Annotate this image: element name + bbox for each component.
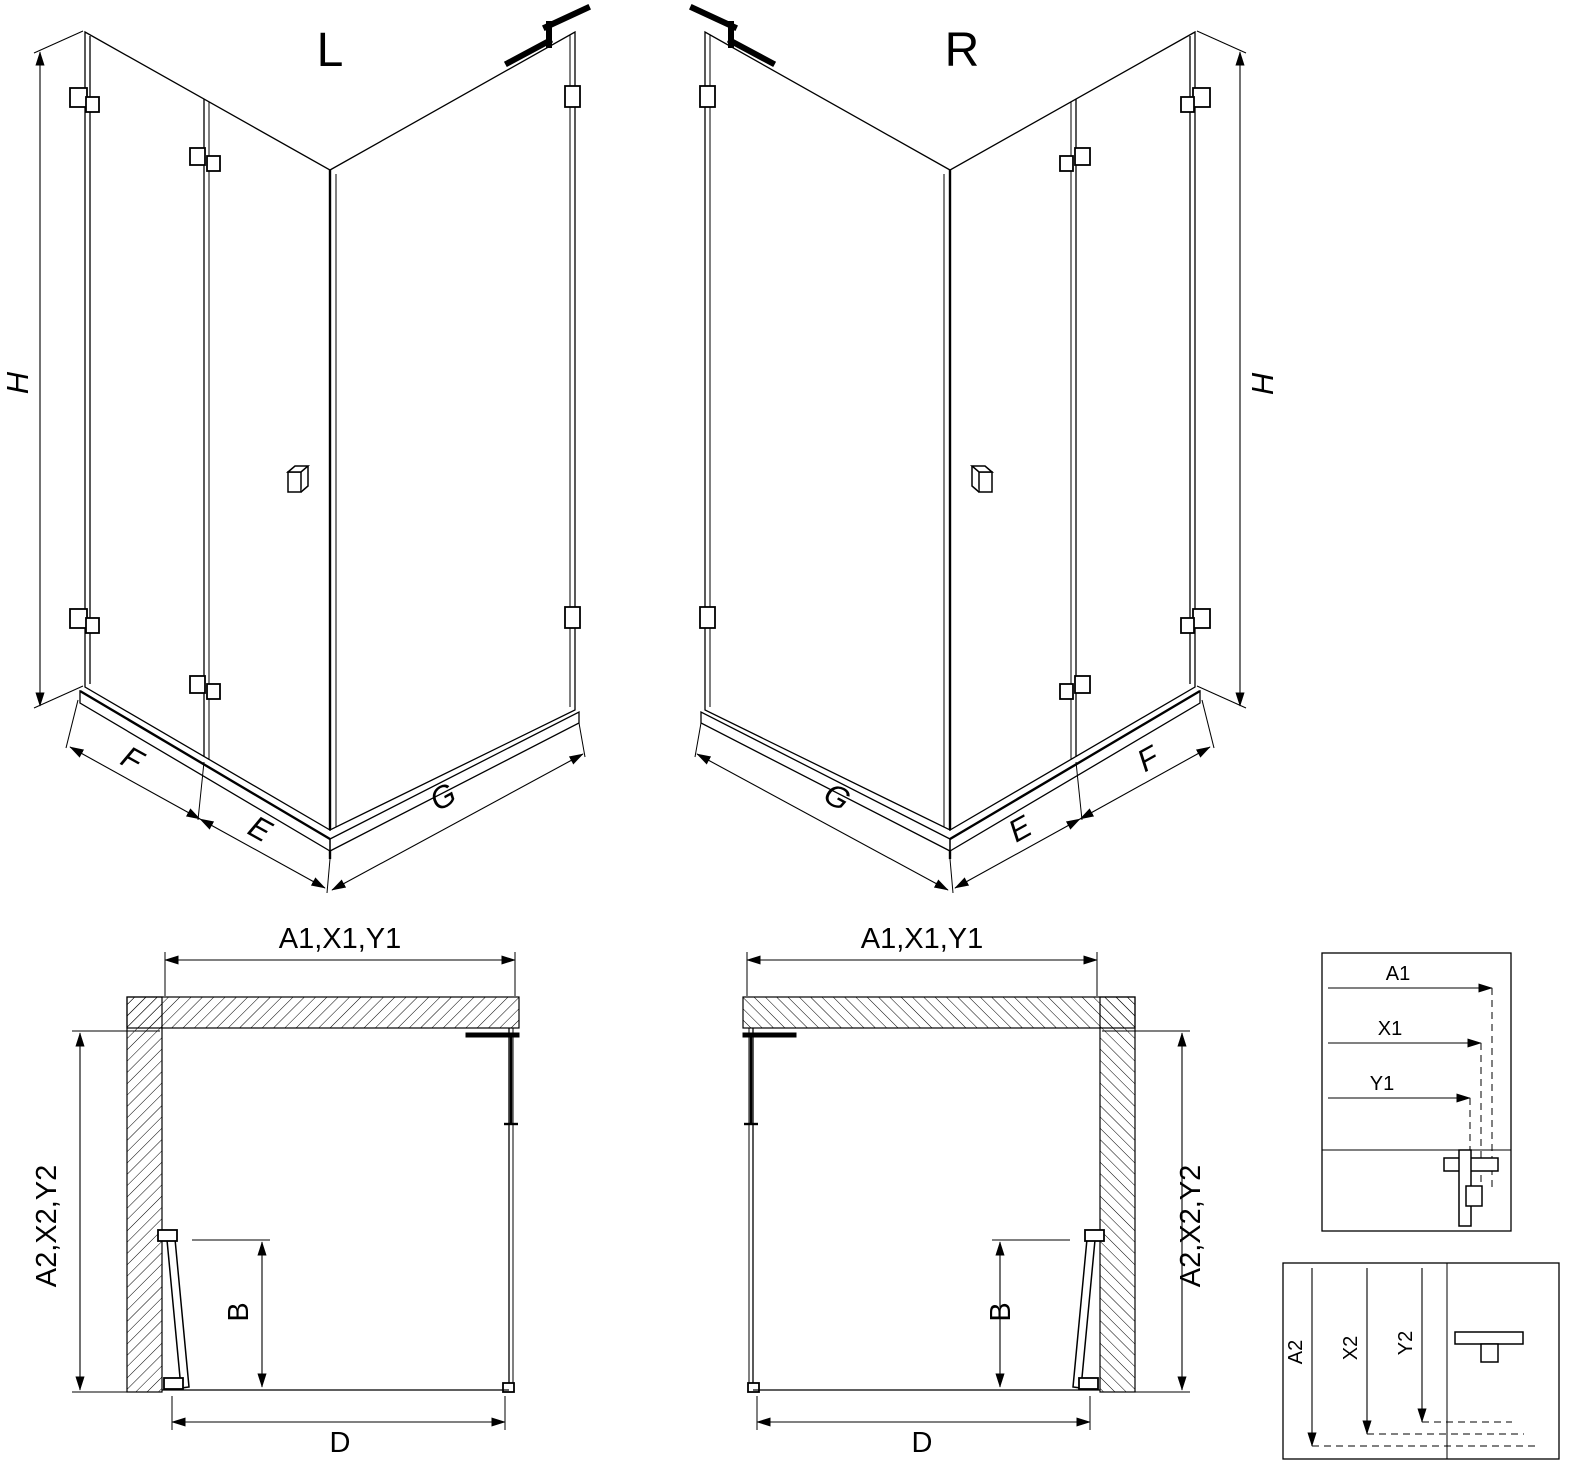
plan-right-dim-depth: A2,X2,Y2 xyxy=(1175,1165,1207,1288)
detail-width-references: A1 X1 Y1 xyxy=(1321,952,1512,1232)
plan-left-dim-depth: A2,X2,Y2 xyxy=(31,1165,63,1288)
iso-left-title: L xyxy=(317,24,344,77)
iso-right-dim-h: H xyxy=(1245,372,1280,395)
detail-dim-a2: A2 xyxy=(1285,1340,1307,1364)
iso-left-dim-h: H xyxy=(0,371,35,394)
detail-dim-y1: Y1 xyxy=(1370,1073,1394,1095)
detail-dim-x2: X2 xyxy=(1340,1336,1362,1360)
plan-view-right: A1,X1,Y1 A2,X2,Y2 B D xyxy=(743,923,1207,1459)
plan-right-dim-width: A1,X1,Y1 xyxy=(861,923,984,955)
plan-left-dim-bottom: D xyxy=(330,1427,351,1459)
detail-dim-a1: A1 xyxy=(1386,963,1410,985)
detail-dim-y2: Y2 xyxy=(1395,1331,1417,1355)
plan-view-left: A1,X1,Y1 A2,X2,Y2 B D xyxy=(31,923,519,1459)
detail-dim-x1: X1 xyxy=(1378,1018,1402,1040)
plan-left-dim-width: A1,X1,Y1 xyxy=(279,923,402,955)
detail-depth-references: A2 X2 Y2 xyxy=(1282,1262,1560,1460)
iso-right-title: R xyxy=(945,24,980,77)
plan-right-dim-bottom: D xyxy=(912,1427,933,1459)
plan-left-dim-door: B xyxy=(223,1302,255,1321)
plan-right-dim-door: B xyxy=(985,1302,1017,1321)
